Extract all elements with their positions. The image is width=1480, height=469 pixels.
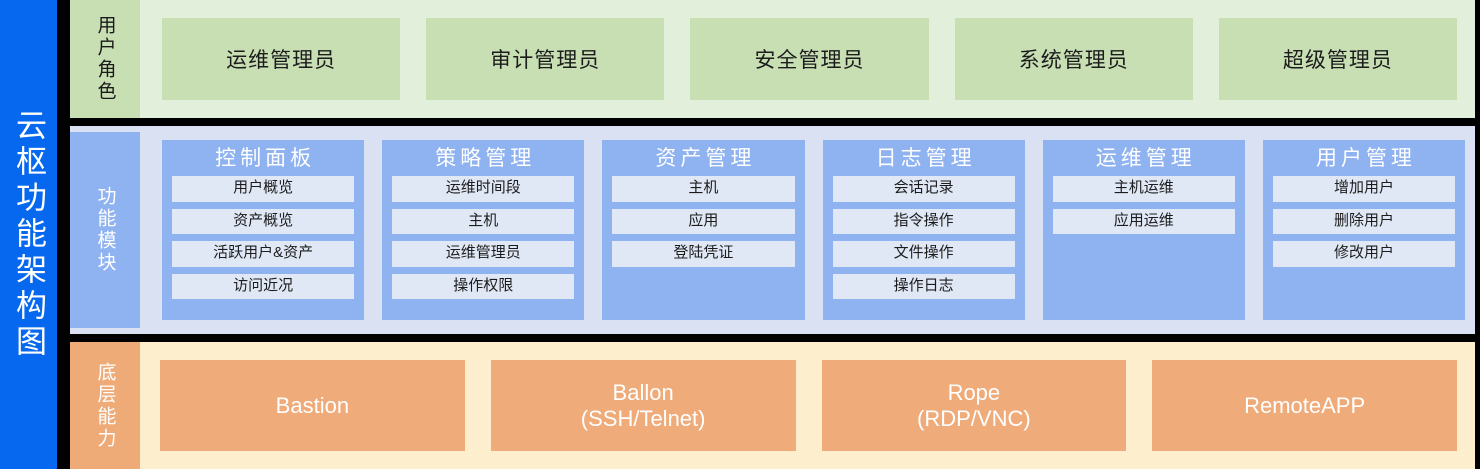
module-item-list: 主机 应用 登陆凭证 <box>612 176 795 267</box>
user-roles-band: 用户角色 运维管理员 审计管理员 安全管理员 系统管理员 超级管理员 <box>70 0 1475 118</box>
function-modules-label-cell: 功能模块 <box>70 126 140 334</box>
underlying-capability-band: 底层能力 Bastion Ballon (SSH/Telnet) Rope (R… <box>70 342 1475 469</box>
module-item-list: 用户概览 资产概览 活跃用户&资产 访问近况 <box>172 176 355 300</box>
module-item[interactable]: 操作日志 <box>832 273 1015 300</box>
module-item[interactable]: 操作权限 <box>392 273 575 300</box>
function-modules-label: 功能模块 <box>94 186 116 274</box>
module-item[interactable]: 主机运维 <box>1052 176 1235 202</box>
module-title: 运维管理 <box>1095 147 1196 170</box>
module-column-user-management: 用户管理 增加用户 删除用户 修改用户 <box>1262 140 1466 320</box>
user-roles-label-cell: 用户角色 <box>70 0 140 118</box>
module-item[interactable]: 登陆凭证 <box>612 241 795 267</box>
module-title: 策略管理 <box>435 147 536 170</box>
module-item[interactable]: 资产概览 <box>172 208 355 235</box>
module-item[interactable]: 应用运维 <box>1052 208 1235 235</box>
module-item[interactable]: 运维管理员 <box>392 241 575 267</box>
module-column-control-panel: 控制面板 用户概览 资产概览 活跃用户&资产 访问近况 <box>162 140 365 320</box>
user-roles-label: 用户角色 <box>94 15 116 103</box>
user-roles-list: 运维管理员 审计管理员 安全管理员 系统管理员 超级管理员 <box>140 0 1475 118</box>
module-item-list: 运维时间段 主机 运维管理员 操作权限 <box>392 176 575 300</box>
function-modules-columns: 控制面板 用户概览 资产概览 活跃用户&资产 访问近况 策略管理 运维时间段 主… <box>140 126 1475 334</box>
module-item[interactable]: 运维时间段 <box>392 176 575 202</box>
module-item[interactable]: 修改用户 <box>1272 241 1456 267</box>
capability-box[interactable]: Bastion <box>160 360 465 451</box>
underlying-capability-list: Bastion Ballon (SSH/Telnet) Rope (RDP/VN… <box>140 342 1475 469</box>
module-item[interactable]: 主机 <box>612 176 795 202</box>
module-column-ops-management: 运维管理 主机运维 应用运维 <box>1042 140 1245 320</box>
module-column-log-management: 日志管理 会话记录 指令操作 文件操作 操作日志 <box>822 140 1025 320</box>
role-box[interactable]: 安全管理员 <box>690 18 929 100</box>
module-item[interactable]: 主机 <box>392 208 575 235</box>
role-box[interactable]: 超级管理员 <box>1218 18 1458 100</box>
function-modules-band: 功能模块 控制面板 用户概览 资产概览 活跃用户&资产 访问近况 策略管理 运维… <box>70 126 1475 334</box>
capability-box[interactable]: RemoteAPP <box>1152 360 1457 451</box>
module-item[interactable]: 删除用户 <box>1272 208 1456 235</box>
module-item[interactable]: 增加用户 <box>1272 176 1456 202</box>
role-box[interactable]: 审计管理员 <box>426 18 665 100</box>
module-item-list: 增加用户 删除用户 修改用户 <box>1272 176 1456 267</box>
diagram-title: 云枢功能架构图 <box>11 108 46 361</box>
module-item[interactable]: 文件操作 <box>832 241 1015 267</box>
module-item[interactable]: 应用 <box>612 208 795 235</box>
module-title: 用户管理 <box>1315 147 1416 170</box>
module-item[interactable]: 活跃用户&资产 <box>172 241 355 267</box>
capability-box[interactable]: Ballon (SSH/Telnet) <box>490 360 796 451</box>
underlying-capability-label-inner: 底层能力 <box>70 342 140 469</box>
module-item-list: 会话记录 指令操作 文件操作 操作日志 <box>832 176 1015 300</box>
module-item[interactable]: 会话记录 <box>832 176 1015 202</box>
module-item[interactable]: 指令操作 <box>832 208 1015 235</box>
underlying-capability-label-cell: 底层能力 <box>70 342 140 469</box>
module-title: 日志管理 <box>875 147 976 170</box>
role-box[interactable]: 运维管理员 <box>162 18 401 100</box>
function-modules-label-inner: 功能模块 <box>70 132 140 328</box>
role-box[interactable]: 系统管理员 <box>954 18 1193 100</box>
capability-box[interactable]: Rope (RDP/VNC) <box>821 360 1127 451</box>
module-column-policy-management: 策略管理 运维时间段 主机 运维管理员 操作权限 <box>382 140 585 320</box>
module-item[interactable]: 用户概览 <box>172 176 355 202</box>
module-item[interactable]: 访问近况 <box>172 273 355 300</box>
module-column-asset-management: 资产管理 主机 应用 登陆凭证 <box>602 140 805 320</box>
module-title: 控制面板 <box>215 147 316 170</box>
module-title: 资产管理 <box>655 147 756 170</box>
underlying-capability-label: 底层能力 <box>94 361 116 450</box>
module-item-list: 主机运维 应用运维 <box>1052 176 1235 235</box>
diagram-title-bar: 云枢功能架构图 <box>0 0 57 469</box>
